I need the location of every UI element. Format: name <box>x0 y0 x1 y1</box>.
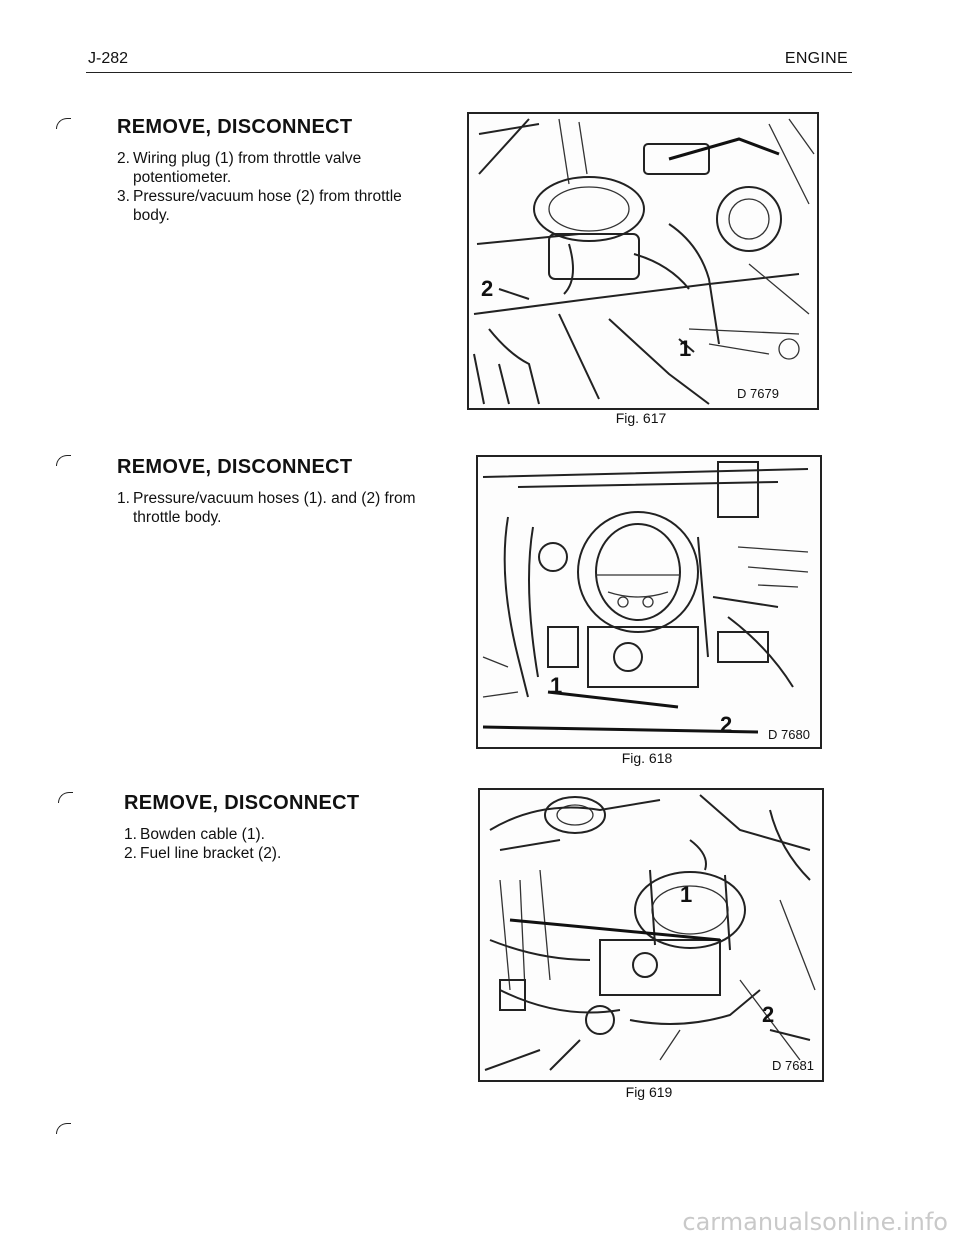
figure-617-callout-2: 2 <box>481 276 493 301</box>
figure-619-caption: Fig 619 <box>625 1084 673 1100</box>
figure-618-callout-2: 2 <box>720 712 732 737</box>
step-list: 1.Pressure/vacuum hoses (1). and (2) fro… <box>117 489 437 527</box>
figure-617-code: D 7679 <box>737 386 779 401</box>
figure-617-caption: Fig. 617 <box>615 410 667 426</box>
section-1: REMOVE, DISCONNECT 2.Wiring plug (1) fro… <box>117 116 417 225</box>
step-item: 2.Wiring plug (1) from throttle valve po… <box>117 149 417 187</box>
step-text: Fuel line bracket (2). <box>140 845 282 862</box>
corner-mark <box>56 1123 71 1134</box>
step-item: 2.Fuel line bracket (2). <box>124 844 424 863</box>
step-text: Pressure/vacuum hose (2) from throttle b… <box>133 188 402 224</box>
step-number: 2. <box>124 845 137 862</box>
watermark: carmanualsonline.info <box>682 1208 948 1236</box>
figure-619-callout-1: 1 <box>680 882 692 907</box>
step-number: 3. <box>117 188 130 205</box>
section-title: REMOVE, DISCONNECT <box>117 116 353 138</box>
step-number: 1. <box>117 490 130 507</box>
figure-617-callout-1: 1 <box>679 336 691 361</box>
step-item: 1.Bowden cable (1). <box>124 825 424 844</box>
step-item: 3.Pressure/vacuum hose (2) from throttle… <box>117 187 417 225</box>
step-text: Bowden cable (1). <box>140 826 265 843</box>
figure-619-image: 1 2 D 7681 <box>478 788 824 1082</box>
chapter-title: ENGINE <box>784 50 848 67</box>
page-number: J-282 <box>88 50 129 67</box>
figure-619-callout-2: 2 <box>762 1002 774 1027</box>
corner-mark <box>56 118 71 129</box>
figure-619-code: D 7681 <box>772 1058 814 1073</box>
corner-mark <box>56 455 71 466</box>
figure-618-image: 1 2 D 7680 <box>476 455 822 749</box>
step-list: 1.Bowden cable (1). 2.Fuel line bracket … <box>124 825 424 863</box>
section-2: REMOVE, DISCONNECT 1.Pressure/vacuum hos… <box>117 456 437 527</box>
figure-618-caption: Fig. 618 <box>621 750 673 766</box>
header-divider <box>86 72 852 73</box>
section-title: REMOVE, DISCONNECT <box>117 456 353 478</box>
corner-mark <box>58 792 73 803</box>
figure-618-callout-1: 1 <box>550 673 562 698</box>
step-item: 1.Pressure/vacuum hoses (1). and (2) fro… <box>117 489 437 527</box>
step-number: 1. <box>124 826 137 843</box>
step-number: 2. <box>117 150 130 167</box>
section-title: REMOVE, DISCONNECT <box>124 792 360 814</box>
step-list: 2.Wiring plug (1) from throttle valve po… <box>117 149 417 225</box>
section-3: REMOVE, DISCONNECT 1.Bowden cable (1). 2… <box>124 792 424 863</box>
figure-617-image: 2 1 D 7679 <box>467 112 819 410</box>
step-text: Pressure/vacuum hoses (1). and (2) from … <box>133 490 416 526</box>
step-text: Wiring plug (1) from throttle valve pote… <box>133 150 362 186</box>
figure-618-code: D 7680 <box>768 727 810 742</box>
